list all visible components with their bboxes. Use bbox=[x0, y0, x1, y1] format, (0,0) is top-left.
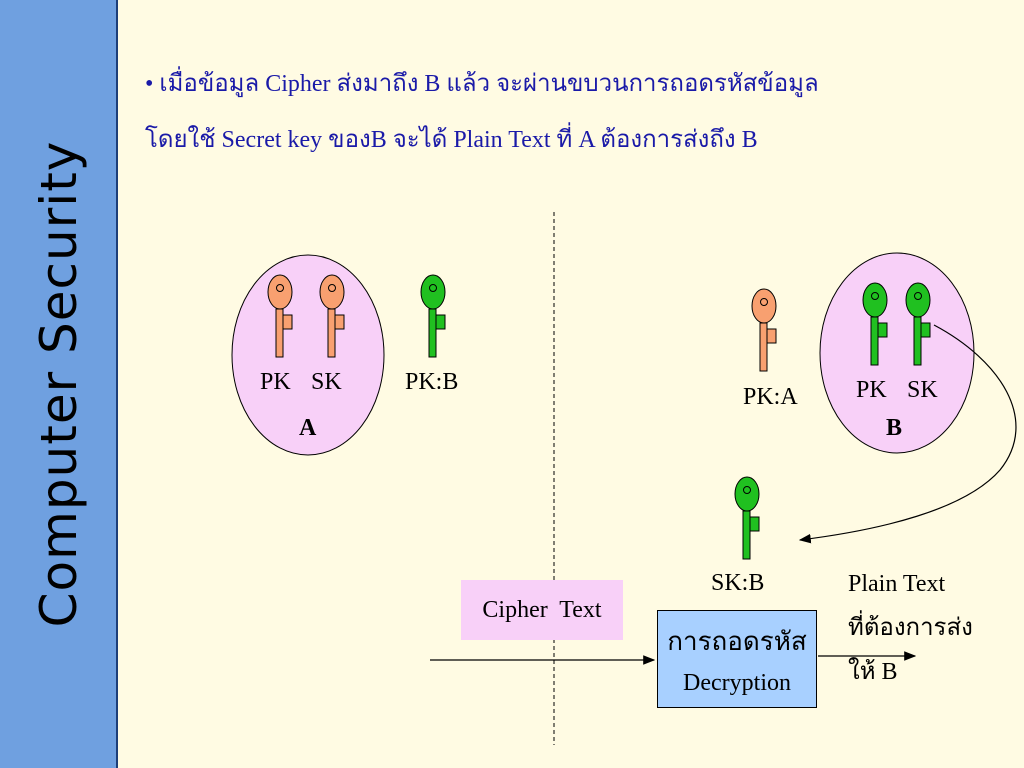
cipher-text-label: Cipher Text bbox=[482, 596, 602, 623]
party-b-pk-label: PK bbox=[856, 377, 887, 403]
plain-text-line-1: Plain Text bbox=[848, 571, 946, 597]
party-b-sk-label: SK bbox=[907, 377, 938, 403]
party-a-name: A bbox=[299, 415, 317, 441]
bullet-line-1-text: เมื่อข้อมูล Cipher ส่งมาถึง B แล้ว จะผ่า… bbox=[159, 71, 819, 97]
plain-text-note: Plain Text ที่ต้องการส่ง ให้ B bbox=[848, 562, 973, 694]
bullet-text: • เมื่อข้อมูล Cipher ส่งมาถึง B แล้ว จะผ… bbox=[145, 56, 1005, 168]
sidebar: Computer Security bbox=[0, 0, 118, 768]
sk-b-label: SK:B bbox=[711, 570, 765, 596]
curved-arrow bbox=[798, 324, 1017, 544]
plain-text-line-2: ที่ต้องการส่ง bbox=[848, 615, 973, 641]
party-b-name: B bbox=[886, 415, 903, 441]
party-a-pk-label: PK bbox=[260, 369, 291, 395]
party-a-ellipse bbox=[231, 254, 385, 456]
decryption-box: การถอดรหัส Decryption bbox=[657, 610, 817, 708]
plain-text-line-3: ให้ B bbox=[848, 659, 898, 685]
decryption-english-label: Decryption bbox=[683, 670, 791, 696]
key-sk-b-icon bbox=[734, 476, 760, 560]
party-b-ellipse bbox=[819, 252, 975, 454]
pk-b-label: PK:B bbox=[405, 369, 459, 395]
bullet-line-2: โดยใช้ Secret key ของB จะได้ Plain Text … bbox=[145, 127, 758, 153]
key-pk-a-icon bbox=[751, 288, 777, 372]
bullet-line-1: • เมื่อข้อมูล Cipher ส่งมาถึง B แล้ว จะผ… bbox=[145, 56, 1005, 112]
key-pk-b-icon bbox=[420, 274, 446, 358]
pk-a-label: PK:A bbox=[743, 384, 798, 410]
party-a-sk-label: SK bbox=[311, 369, 342, 395]
decryption-thai-label: การถอดรหัส bbox=[667, 627, 807, 657]
cipher-text-box: Cipher Text bbox=[461, 580, 623, 640]
bullet-marker: • bbox=[145, 71, 154, 97]
